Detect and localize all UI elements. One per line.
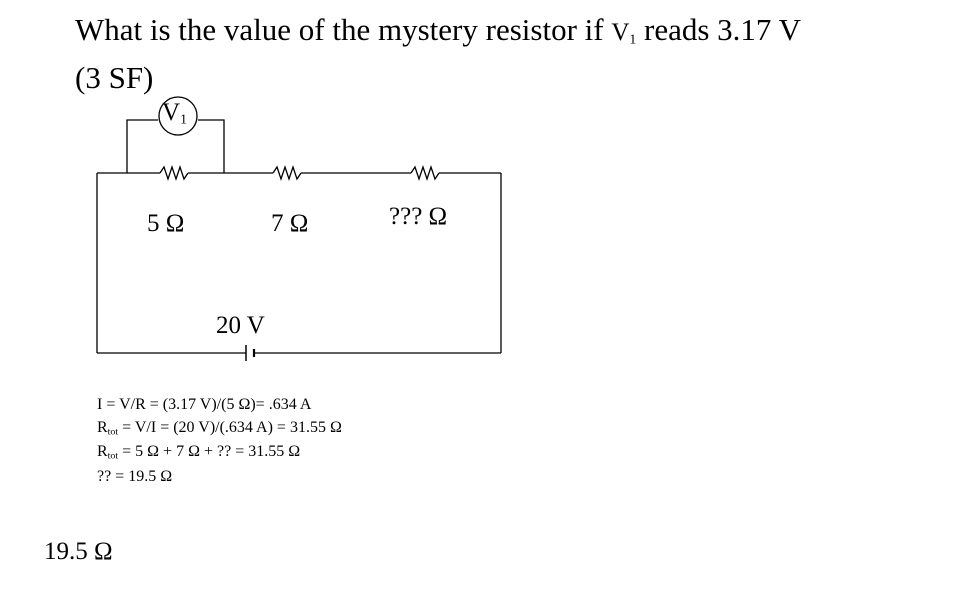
resistor-1-zigzag — [159, 164, 189, 182]
resistor-label-3: ??? Ω — [389, 203, 448, 230]
question-line-2: (3 SF) — [75, 60, 154, 95]
work-line-4: ?? = 19.5 Ω — [97, 468, 173, 485]
resistor-2-zigzag — [272, 164, 302, 182]
resistor-label-1: 5 Ω — [147, 210, 185, 237]
final-answer: 19.5 Ω — [44, 538, 113, 565]
resistor-label-2: 7 Ω — [271, 210, 309, 237]
voltmeter-label: V1 — [162, 99, 187, 127]
resistor-3-zigzag — [410, 164, 440, 182]
question-text-a: What is the value of the mystery resisto… — [75, 12, 612, 47]
voltmeter-icon — [158, 96, 198, 136]
work-line-3: Rtot = 5 Ω + 7 Ω + ?? = 31.55 Ω — [97, 443, 301, 462]
work-line-1: I = V/R = (3.17 V)/(5 Ω)= .634 A — [97, 396, 312, 413]
voltmeter-lead-left — [126, 119, 158, 173]
battery-label: 20 V — [216, 312, 265, 339]
question-line-1: What is the value of the mystery resisto… — [75, 12, 801, 51]
work-line-2: Rtot = V/I = (20 V)/(.634 A) = 31.55 Ω — [97, 419, 342, 438]
voltmeter-lead-right — [198, 119, 225, 173]
question-text-b: reads 3.17 V — [636, 12, 801, 47]
question-meter: V1 — [611, 19, 637, 47]
